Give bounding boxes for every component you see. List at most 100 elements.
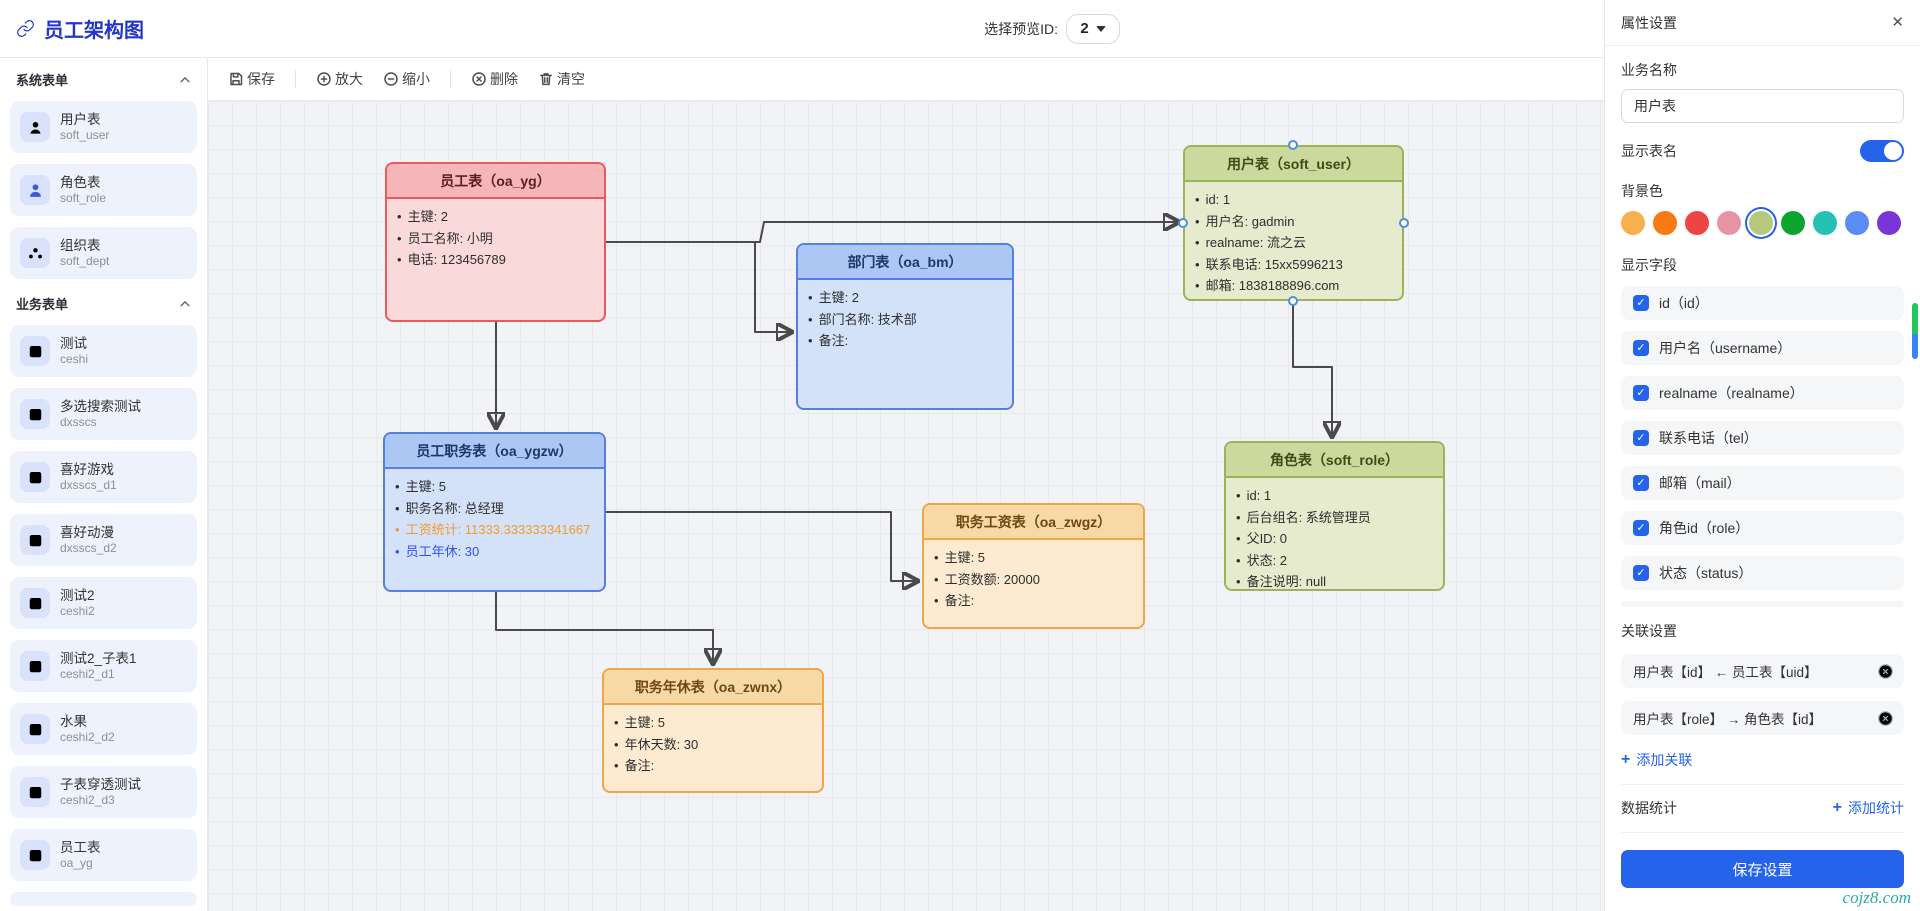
business-name-input[interactable] xyxy=(1621,89,1904,123)
preview-id-value: 2 xyxy=(1080,20,1088,37)
preview-id-select[interactable]: 2 xyxy=(1066,14,1120,44)
sidebar-item[interactable]: 用户表soft_user xyxy=(10,101,197,153)
zoom-in-icon xyxy=(316,71,332,87)
trash-button[interactable]: 清空 xyxy=(538,69,585,89)
entity-field-row: 父ID: 0 xyxy=(1236,528,1433,550)
entity-blue-table[interactable]: 员工职务表（oa_ygzw）主键: 5职务名称: 总经理工资统计: 11333.… xyxy=(383,432,606,592)
chevron-up-icon xyxy=(179,74,191,86)
field-checkbox-row[interactable]: 用户名（username） xyxy=(1621,331,1904,365)
checkbox-checked-icon[interactable] xyxy=(1633,430,1649,446)
relation-edge[interactable] xyxy=(496,592,713,663)
entity-field-row: 备注: xyxy=(934,590,1133,612)
field-checkbox-row[interactable]: 邮箱（mail） xyxy=(1621,466,1904,500)
zoom-in-button[interactable]: 放大 xyxy=(316,69,363,89)
checkbox-checked-icon[interactable] xyxy=(1633,475,1649,491)
connection-port[interactable] xyxy=(1399,218,1409,228)
entity-red-table[interactable]: 员工表（oa_yg）主键: 2员工名称: 小明电话: 123456789 xyxy=(385,162,606,322)
bg-color-swatch[interactable] xyxy=(1653,211,1677,235)
bg-color-swatch[interactable] xyxy=(1781,211,1805,235)
circle-x-icon[interactable] xyxy=(1877,710,1894,727)
add-stats-button[interactable]: 添加统计 xyxy=(1833,798,1904,818)
entity-field-row: 备注: xyxy=(808,330,1002,352)
sidebar-section-header[interactable]: 系统表单 xyxy=(10,66,197,101)
left-column: 员工架构图 选择预览ID: 2 系统表单用户表soft_user角色表soft_… xyxy=(0,0,1604,911)
panel-title: 属性设置 xyxy=(1621,13,1677,33)
entity-title: 用户表（soft_user） xyxy=(1185,147,1402,182)
sidebar-item[interactable]: 多选搜索测试dxsscs xyxy=(10,388,197,440)
entity-field-row: 主键: 2 xyxy=(808,287,1002,309)
sidebar-item[interactable]: 组织表soft_dept xyxy=(10,227,197,279)
field-checkbox-row[interactable]: id（id） xyxy=(1621,286,1904,320)
bg-color-swatch[interactable] xyxy=(1845,211,1869,235)
checkbox-checked-icon[interactable] xyxy=(1633,565,1649,581)
sidebar-item-text: 多选搜索测试dxsscs xyxy=(60,398,141,430)
sidebar-item-partial[interactable] xyxy=(10,892,197,906)
bg-color-swatch[interactable] xyxy=(1717,211,1741,235)
stats-row: 数据统计 添加统计 xyxy=(1621,798,1904,818)
sidebar-item[interactable]: 喜好动漫dxsscs_d2 xyxy=(10,514,197,566)
sidebar-item-text: 员工表oa_yg xyxy=(60,839,101,871)
entity-orange-table[interactable]: 职务工资表（oa_zwgz）主键: 5工资数额: 20000备注: xyxy=(922,503,1145,629)
connection-port[interactable] xyxy=(1288,140,1298,150)
entity-olive-table[interactable]: 用户表（soft_user）id: 1用户名: gadminrealname: … xyxy=(1183,145,1404,301)
show-table-toggle[interactable] xyxy=(1860,140,1904,162)
add-relation-button[interactable]: 添加关联 xyxy=(1621,750,1692,770)
relation-row: 用户表【role】 → 角色表【id】 xyxy=(1621,701,1904,735)
close-icon[interactable] xyxy=(1891,15,1904,30)
sidebar-item[interactable]: 测试2ceshi2 xyxy=(10,577,197,629)
field-row-partial[interactable] xyxy=(1621,601,1904,607)
bg-color-swatch[interactable] xyxy=(1813,211,1837,235)
bg-color-swatch[interactable] xyxy=(1685,211,1709,235)
checkbox-checked-icon[interactable] xyxy=(1633,340,1649,356)
connection-port[interactable] xyxy=(1178,218,1188,228)
entity-field-row: 邮箱: 1838188896.com xyxy=(1195,275,1392,297)
sidebar-item-text: 子表穿透测试ceshi2_d3 xyxy=(60,776,141,808)
checkbox-checked-icon[interactable] xyxy=(1633,295,1649,311)
save-settings-button[interactable]: 保存设置 xyxy=(1621,850,1904,888)
body-row: 系统表单用户表soft_user 角色表soft_role 组织表soft_dept… xyxy=(0,58,1604,911)
relation-edge[interactable] xyxy=(1293,301,1332,436)
sidebar-item-text: 测试2ceshi2 xyxy=(60,587,95,619)
canvas-toolbar: 保存 放大缩小 删除清空 xyxy=(208,58,1604,101)
entity-title: 员工表（oa_yg） xyxy=(387,164,604,199)
form-icon xyxy=(20,588,50,618)
field-checkbox-row[interactable]: realname（realname） xyxy=(1621,376,1904,410)
relation-edge[interactable] xyxy=(605,242,791,332)
checkbox-checked-icon[interactable] xyxy=(1633,520,1649,536)
zoom-out-button[interactable]: 缩小 xyxy=(383,69,430,89)
sidebar-item[interactable]: 测试ceshi xyxy=(10,325,197,377)
diagram-canvas[interactable]: 员工表（oa_yg）主键: 2员工名称: 小明电话: 123456789 部门表（… xyxy=(208,101,1604,911)
field-checkbox-row[interactable]: 联系电话（tel） xyxy=(1621,421,1904,455)
form-icon xyxy=(20,399,50,429)
entity-olive-table[interactable]: 角色表（soft_role）id: 1后台组名: 系统管理员父ID: 0状态: … xyxy=(1224,441,1445,591)
sidebar-item[interactable]: 角色表soft_role xyxy=(10,164,197,216)
entity-blue-table[interactable]: 部门表（oa_bm）主键: 2部门名称: 技术部备注: xyxy=(796,243,1014,410)
bg-color-swatch[interactable] xyxy=(1877,211,1901,235)
panel-scrollbar[interactable] xyxy=(1912,303,1918,359)
bg-color-swatch-selected[interactable] xyxy=(1749,211,1773,235)
sidebar-item-text: 用户表soft_user xyxy=(60,111,109,143)
entity-field-row: 工资数额: 20000 xyxy=(934,569,1133,591)
entity-orange-table[interactable]: 职务年休表（oa_zwnx）主键: 5年休天数: 30备注: xyxy=(602,668,824,793)
save-button[interactable]: 保存 xyxy=(228,69,275,89)
delete-button[interactable]: 删除 xyxy=(471,69,518,89)
panel-body: 业务名称 显示表名 背景色 显示字段 id（id）用户名（username）re… xyxy=(1605,46,1920,911)
section-label: 业务表单 xyxy=(16,294,68,313)
sidebar-item[interactable]: 水果ceshi2_d2 xyxy=(10,703,197,755)
circle-x-icon[interactable] xyxy=(1877,663,1894,680)
connection-port[interactable] xyxy=(1288,296,1298,306)
entity-field-row: id: 1 xyxy=(1195,189,1392,211)
entity-field-row: 主键: 5 xyxy=(395,476,594,498)
field-checkbox-row[interactable]: 角色id（role） xyxy=(1621,511,1904,545)
relation-edge[interactable] xyxy=(605,222,1178,242)
sidebar-item[interactable]: 员工表oa_yg xyxy=(10,829,197,881)
field-checkbox-label: 联系电话（tel） xyxy=(1659,428,1758,448)
sidebar-item[interactable]: 喜好游戏dxsscs_d1 xyxy=(10,451,197,503)
sidebar-item[interactable]: 测试2_子表1ceshi2_d1 xyxy=(10,640,197,692)
field-checkbox-row[interactable]: 状态（status） xyxy=(1621,556,1904,590)
bg-color-swatch[interactable] xyxy=(1621,211,1645,235)
relation-edge[interactable] xyxy=(606,512,917,581)
sidebar-item[interactable]: 子表穿透测试ceshi2_d3 xyxy=(10,766,197,818)
checkbox-checked-icon[interactable] xyxy=(1633,385,1649,401)
sidebar-section-header[interactable]: 业务表单 xyxy=(10,290,197,325)
